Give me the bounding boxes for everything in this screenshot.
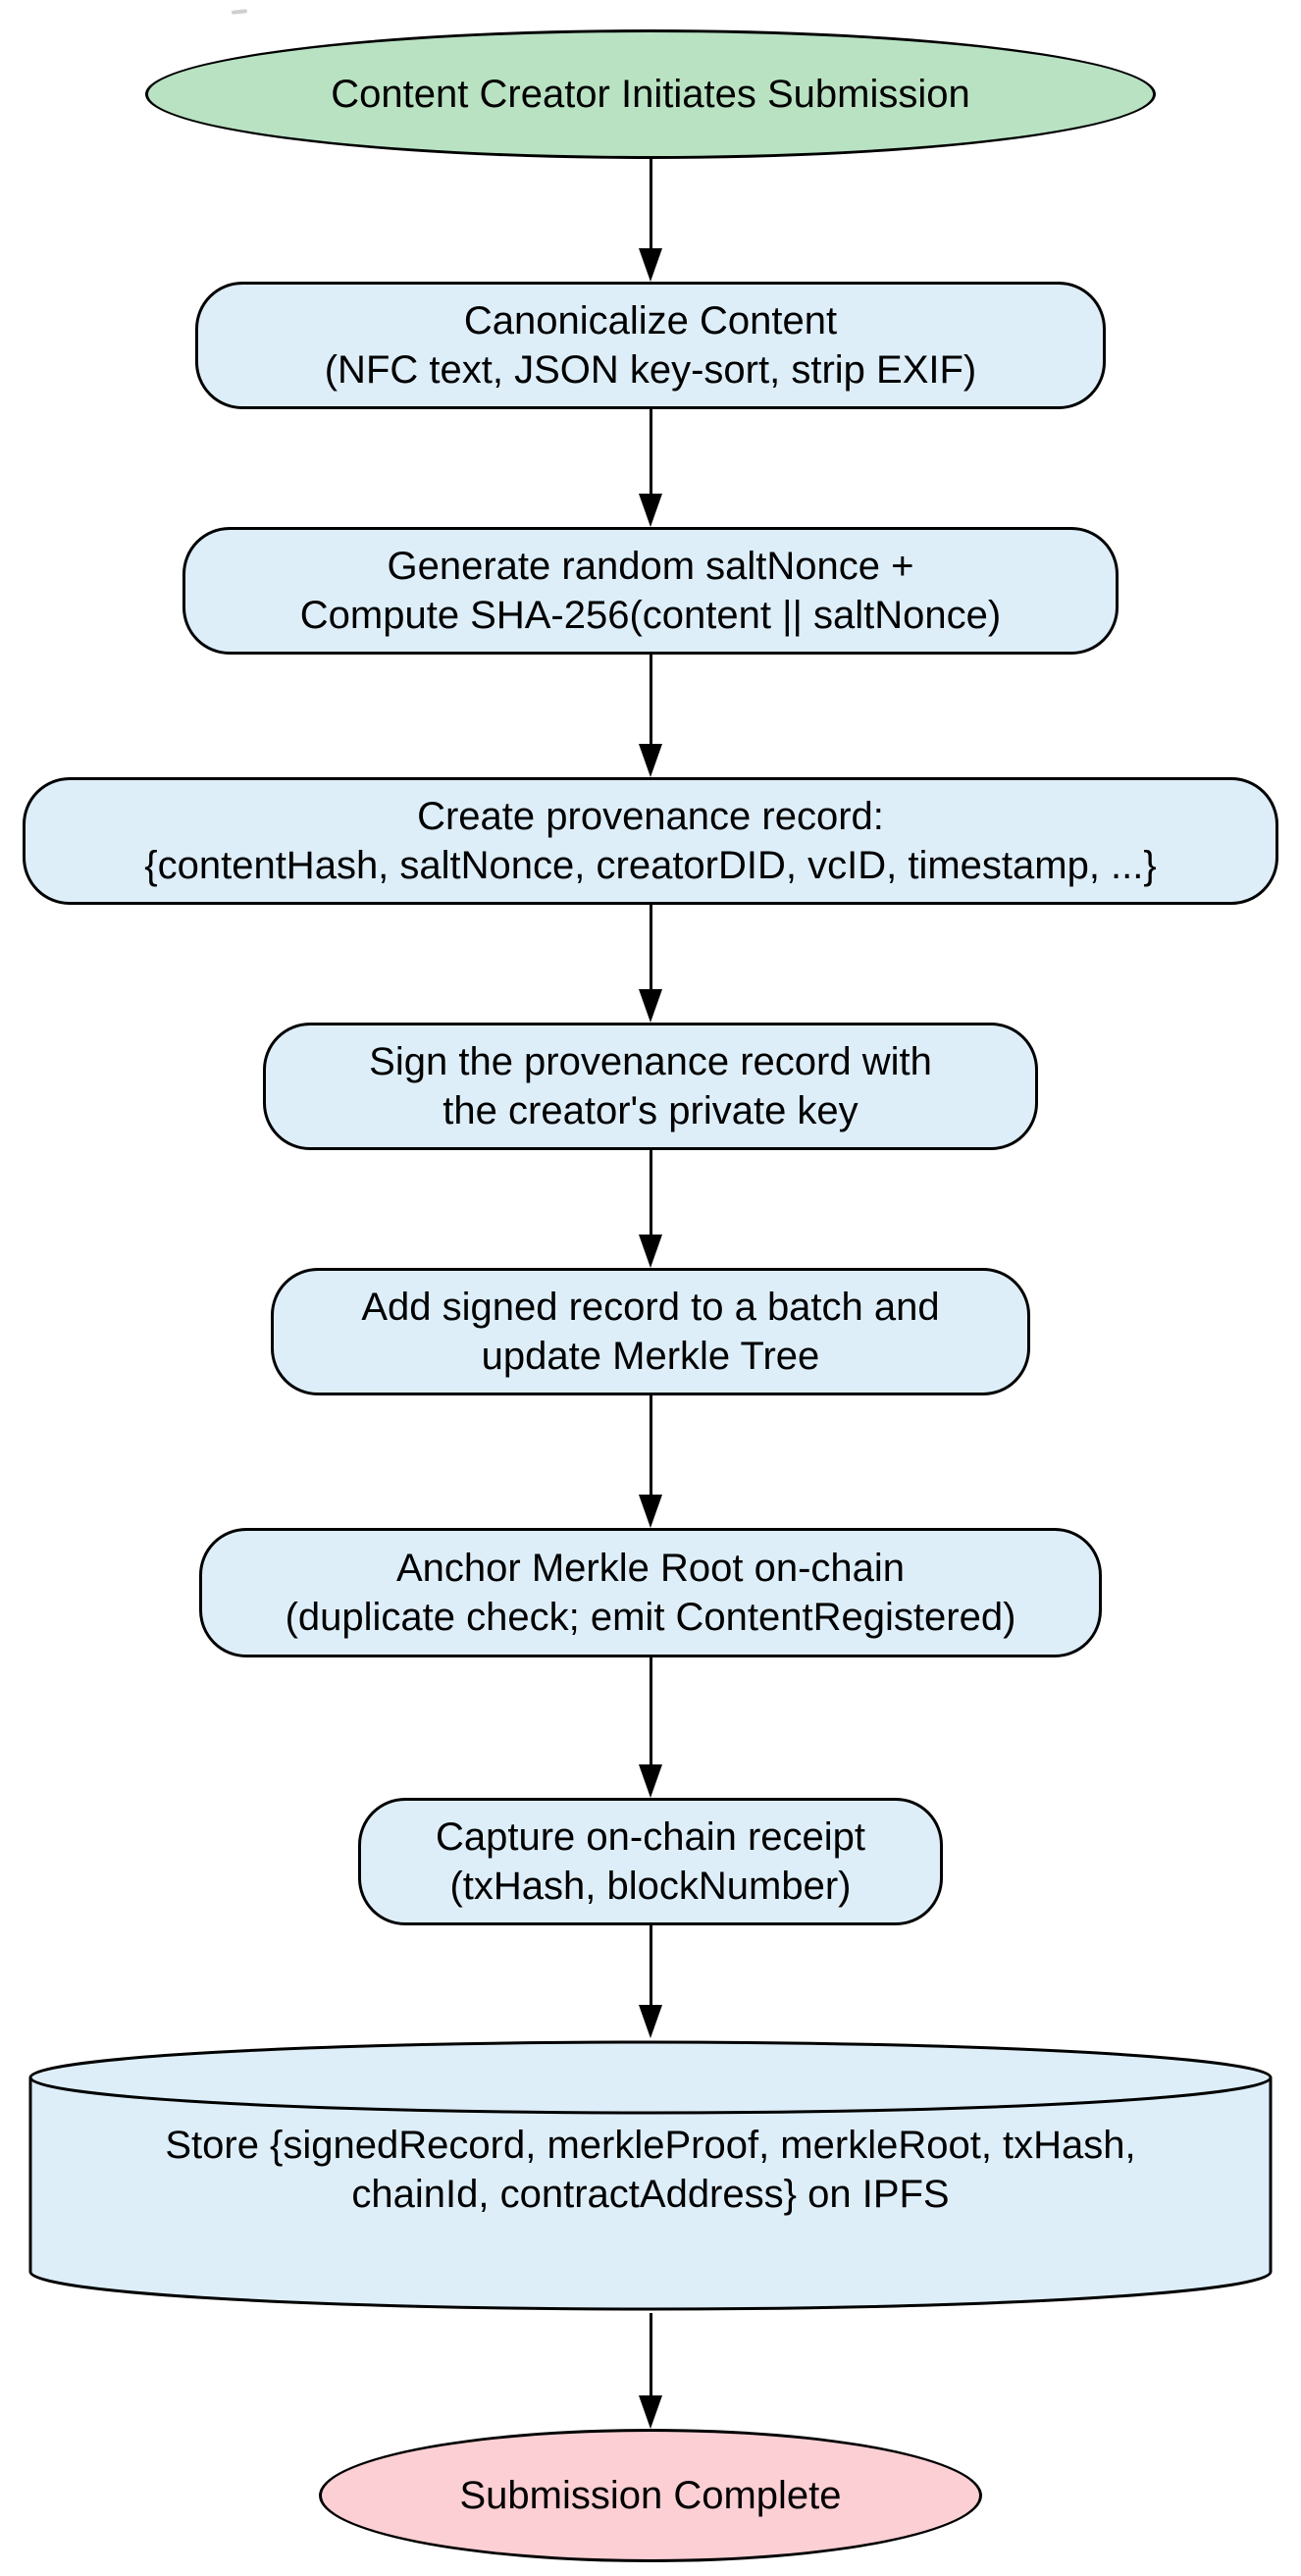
process-node-anchor: Anchor Merkle Root on-chain (duplicate c… — [199, 1528, 1102, 1657]
arrow-connector-6 — [639, 1395, 662, 1528]
arrowhead-down-icon — [639, 1495, 662, 1528]
arrow-connector-4 — [639, 905, 662, 1023]
arrow-connector-1 — [639, 159, 662, 282]
arrow-shaft — [649, 1925, 652, 2005]
start-terminator-node: Content Creator Initiates Submission — [145, 29, 1156, 159]
arrow-shaft — [649, 1395, 652, 1495]
process-node-canonicalize: Canonicalize Content (NFC text, JSON key… — [195, 282, 1106, 409]
process-node-label: Anchor Merkle Root on-chain (duplicate c… — [285, 1547, 1016, 1639]
process-node-label: Create provenance record: {contentHash, … — [144, 795, 1157, 887]
arrow-shaft — [649, 905, 652, 989]
datastore-node-label: Store {signedRecord, merkleProof, merkle… — [165, 2124, 1136, 2216]
arrow-shaft — [649, 1657, 652, 1764]
arrow-connector-7 — [639, 1657, 662, 1798]
process-node-record: Create provenance record: {contentHash, … — [23, 777, 1278, 905]
process-node-sign: Sign the provenance record with the crea… — [263, 1023, 1038, 1150]
arrow-connector-2 — [639, 409, 662, 527]
arrow-connector-5 — [639, 1150, 662, 1268]
process-node-receipt: Capture on-chain receipt (txHash, blockN… — [358, 1798, 943, 1925]
process-node-label: Generate random saltNonce + Compute SHA-… — [299, 545, 1002, 637]
cylinder-shape — [28, 2040, 1273, 2311]
arrowhead-down-icon — [639, 989, 662, 1023]
process-node-label: Add signed record to a batch and update … — [361, 1286, 940, 1378]
arrow-shaft — [649, 159, 652, 248]
process-node-hash: Generate random saltNonce + Compute SHA-… — [182, 527, 1119, 655]
process-node-label: Canonicalize Content (NFC text, JSON key… — [324, 299, 977, 392]
start-node-label: Content Creator Initiates Submission — [331, 73, 970, 116]
arrow-shaft — [649, 409, 652, 494]
arrowhead-down-icon — [639, 744, 662, 777]
arrow-connector-9 — [639, 2313, 662, 2429]
process-node-label: Capture on-chain receipt (txHash, blockN… — [435, 1815, 866, 1908]
stray-mark — [231, 9, 248, 15]
arrow-connector-8 — [639, 1925, 662, 2038]
arrowhead-down-icon — [639, 1235, 662, 1268]
arrowhead-down-icon — [639, 2395, 662, 2429]
process-node-batch: Add signed record to a batch and update … — [271, 1268, 1030, 1395]
arrow-shaft — [649, 2313, 652, 2395]
arrow-connector-3 — [639, 655, 662, 777]
end-terminator-node: Submission Complete — [319, 2429, 982, 2562]
arrowhead-down-icon — [639, 2005, 662, 2038]
process-node-label: Sign the provenance record with the crea… — [369, 1040, 932, 1132]
arrowhead-down-icon — [639, 494, 662, 527]
arrow-shaft — [649, 655, 652, 744]
end-node-label: Submission Complete — [459, 2474, 842, 2517]
arrow-shaft — [649, 1150, 652, 1235]
arrowhead-down-icon — [639, 248, 662, 282]
arrowhead-down-icon — [639, 1764, 662, 1798]
datastore-cylinder-node: Store {signedRecord, merkleProof, merkle… — [27, 2038, 1274, 2313]
